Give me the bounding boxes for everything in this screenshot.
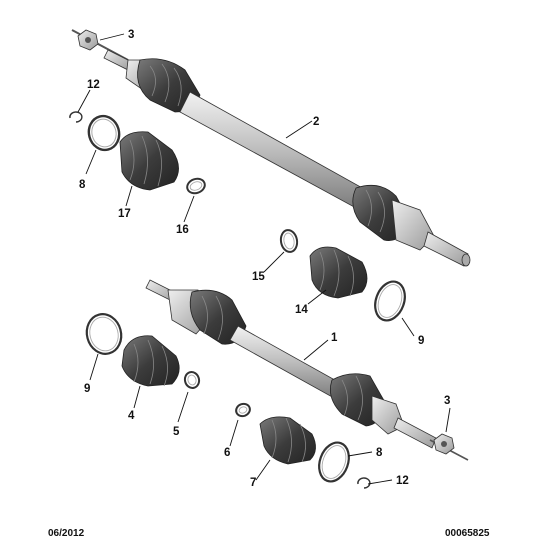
callout-1: 1 [331, 332, 338, 344]
callout-6: 6 [224, 447, 230, 459]
callout-7: 7 [250, 477, 256, 489]
callout-14: 14 [295, 304, 308, 316]
hub-nut-lower [433, 433, 455, 455]
callout-12-upper: 12 [87, 79, 100, 91]
small-clamp-5 [183, 371, 201, 389]
clamp-ring-right [374, 280, 406, 322]
boot-kit-7 [259, 416, 316, 465]
callout-4: 4 [128, 410, 135, 422]
boot-kit-upper [119, 131, 179, 191]
clamp-ring-lower [318, 441, 350, 483]
diagram-date: 06/2012 [48, 528, 85, 539]
drive-shaft-lower [145, 279, 469, 461]
circlip-lower [357, 477, 371, 489]
callout-9-right: 9 [418, 335, 424, 347]
clamp-ring-15 [279, 229, 299, 253]
callout-17: 17 [118, 208, 131, 220]
boot-kit-14 [309, 246, 368, 299]
circlip-upper [69, 111, 83, 123]
callout-3-lower: 3 [444, 395, 450, 407]
callout-8-upper: 8 [79, 179, 86, 191]
leader-lines [77, 33, 451, 485]
callout-3-upper: 3 [128, 29, 134, 41]
boot-kit-4 [121, 335, 180, 387]
callout-8-lower: 8 [376, 447, 383, 459]
hub-nut-upper [77, 29, 99, 51]
diagram-reference-number: 00065825 [445, 528, 490, 539]
drive-shaft-upper [71, 29, 471, 267]
clamp-ring-upper [87, 114, 121, 152]
small-clamp-upper [186, 177, 206, 195]
small-clamp-6 [235, 402, 251, 418]
callout-2: 2 [313, 116, 319, 128]
callout-5: 5 [173, 426, 180, 438]
callout-12-lower: 12 [396, 475, 409, 487]
clamp-ring-left [85, 313, 123, 355]
callout-16: 16 [176, 224, 189, 236]
callout-15: 15 [252, 271, 265, 283]
callout-9-left: 9 [84, 383, 90, 395]
